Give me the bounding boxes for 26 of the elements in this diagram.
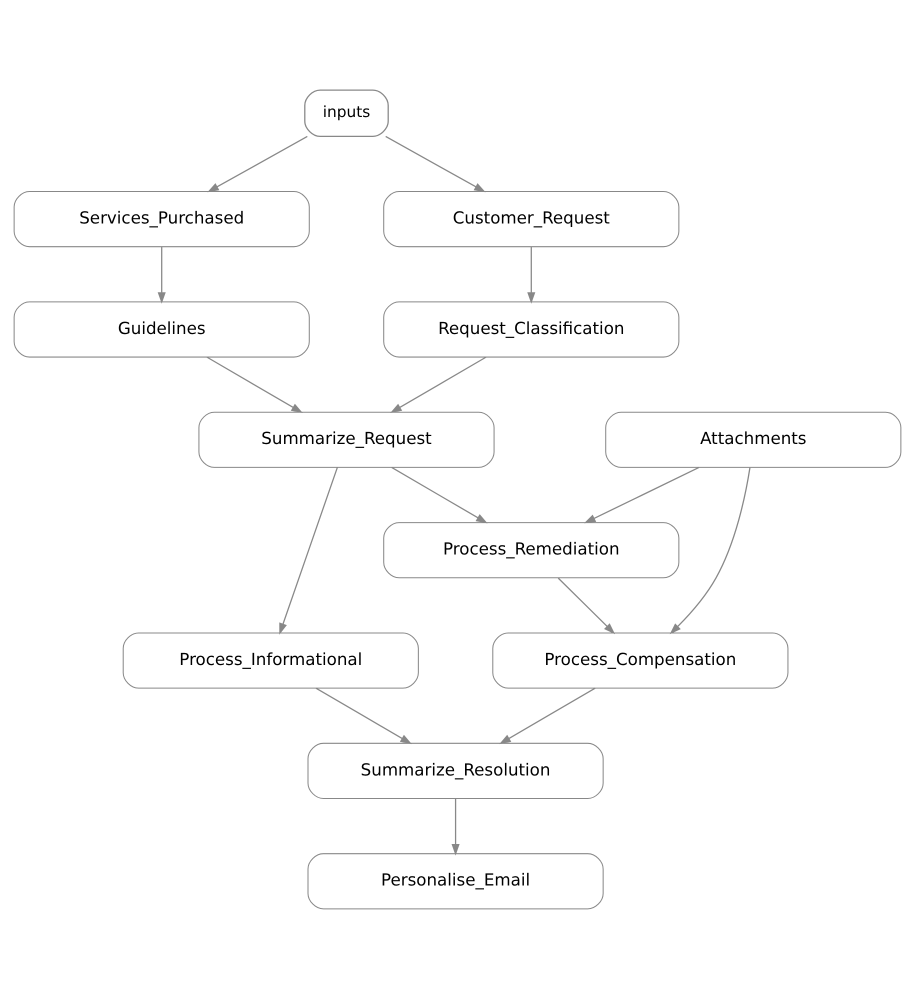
node-box: Process_Compensation (492, 632, 788, 689)
node-box: Customer_Request (382, 191, 679, 248)
node-box: Services_Purchased (13, 191, 310, 248)
arrow (206, 356, 302, 414)
arrow (451, 798, 460, 856)
arrow (557, 578, 615, 634)
arrow (315, 688, 412, 744)
node-box: Guidelines (13, 301, 310, 358)
node-box: Process_Remediation (382, 522, 679, 578)
arrow (206, 136, 308, 192)
node-box: Process_Informational (122, 632, 418, 689)
arrow (384, 136, 486, 192)
node-box: Personalise_Email (306, 853, 604, 910)
node-box: Summarize_Resolution (306, 742, 604, 800)
arrow (526, 247, 535, 304)
arrow (498, 688, 595, 744)
node-box: Request_Classification (382, 301, 679, 358)
node-box: inputs (304, 90, 388, 137)
node-box: Summarize_Request (198, 412, 494, 468)
arrow (278, 467, 338, 635)
arrow (390, 356, 486, 414)
arrow (390, 466, 488, 524)
node-box: Attachments (604, 412, 901, 468)
arrow (584, 466, 699, 524)
arrow (669, 468, 750, 634)
arrow (157, 247, 166, 304)
